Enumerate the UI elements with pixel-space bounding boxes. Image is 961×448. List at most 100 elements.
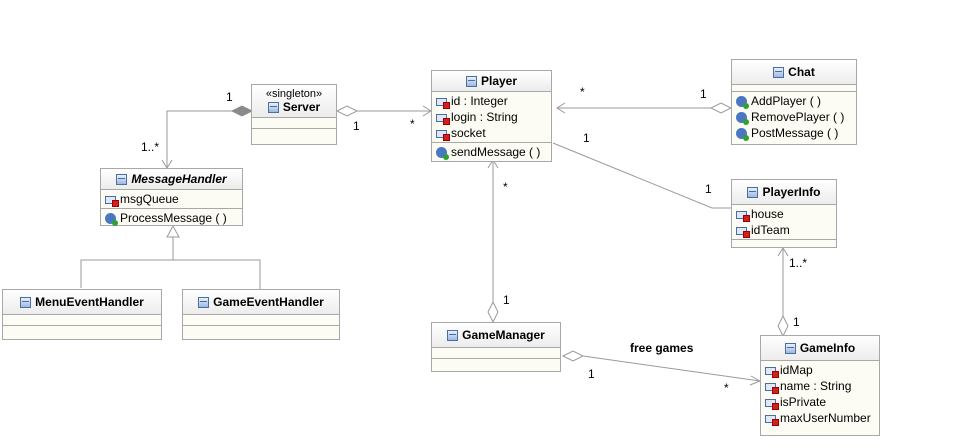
multiplicity-server-player-server: 1 — [353, 119, 360, 133]
playerinfo-operations — [732, 240, 836, 250]
attribute-row: login : String — [432, 109, 551, 125]
class-gameinfo[interactable]: GameInfo idMap name : String isPrivate m… — [760, 335, 880, 436]
attribute-text: idTeam — [751, 223, 790, 237]
gamemanager-name: GameManager — [462, 328, 545, 342]
class-server-header: «singleton» Server — [252, 85, 336, 118]
aggregation-diamond-gm — [561, 350, 585, 362]
attribute-text: isPrivate — [780, 395, 827, 409]
class-icon — [198, 297, 210, 308]
generalization-tree — [80, 259, 261, 290]
class-icon — [465, 76, 477, 87]
operation-text: sendMessage ( ) — [451, 145, 541, 159]
class-menueventhandler-header: MenuEventHandler — [3, 290, 161, 315]
server-attributes — [252, 118, 336, 129]
class-player[interactable]: Player id : Integer login : String socke… — [431, 70, 552, 162]
attribute-icon — [765, 399, 779, 410]
class-gameeventhandler[interactable]: GameEventHandler — [182, 289, 340, 340]
operation-icon — [105, 213, 118, 226]
gamemanager-attributes — [432, 348, 560, 359]
class-messagehandler-header: MessageHandler — [101, 169, 242, 190]
operation-row: ProcessMessage ( ) — [101, 210, 242, 226]
multiplicity-chat-player-player: * — [580, 85, 585, 99]
gameeventhandler-operations — [183, 326, 339, 336]
operation-icon — [736, 112, 749, 125]
operation-row: AddPlayer ( ) — [732, 93, 856, 109]
class-gamemanager-header: GameManager — [432, 323, 560, 348]
gameeventhandler-attributes — [183, 315, 339, 326]
attribute-text: maxUserNumber — [780, 411, 871, 425]
attribute-text: socket — [451, 126, 486, 140]
association-label-free-games: free games — [630, 341, 694, 355]
attribute-text: house — [751, 207, 784, 221]
operation-icon — [736, 128, 749, 141]
operation-text: ProcessMessage ( ) — [120, 211, 227, 225]
player-operations: sendMessage ( ) — [432, 143, 551, 161]
messagehandler-name: MessageHandler — [131, 172, 227, 186]
multiplicity-gm-gameinfo-manager: 1 — [588, 367, 595, 381]
attribute-icon — [436, 114, 450, 125]
attribute-row: name : String — [761, 378, 879, 394]
multiplicity-gm-gameinfo-game: * — [724, 381, 729, 395]
server-operations — [252, 129, 336, 139]
attribute-icon — [765, 415, 779, 426]
class-gameeventhandler-header: GameEventHandler — [183, 290, 339, 315]
attribute-text: name : String — [780, 379, 852, 393]
gamemanager-operations — [432, 359, 560, 369]
menueventhandler-operations — [3, 326, 161, 336]
attribute-icon — [736, 211, 750, 222]
class-icon — [773, 67, 785, 78]
gameinfo-name: GameInfo — [799, 341, 856, 355]
attribute-icon — [765, 367, 779, 378]
operation-row: RemovePlayer ( ) — [732, 109, 856, 125]
playerinfo-attributes: house idTeam — [732, 205, 836, 240]
multiplicity-server-mh-server: 1 — [226, 90, 233, 104]
operation-icon — [736, 96, 749, 109]
aggregation-diamond-server — [335, 105, 359, 117]
aggregation-diamond-gamemanager — [487, 300, 499, 324]
attribute-text: login : String — [451, 110, 518, 124]
attribute-row: isPrivate — [761, 394, 879, 410]
class-icon — [20, 297, 32, 308]
class-icon — [784, 343, 796, 354]
playerinfo-name: PlayerInfo — [762, 185, 821, 199]
multiplicity-chat-player-chat: 1 — [700, 87, 707, 101]
class-messagehandler[interactable]: MessageHandler msgQueue ProcessMessage (… — [100, 168, 243, 226]
attribute-row: msgQueue — [101, 191, 242, 207]
multiplicity-player-playerinfo-info: 1 — [705, 182, 712, 196]
operation-icon — [436, 147, 449, 160]
menueventhandler-name: MenuEventHandler — [35, 295, 144, 309]
chat-attributes — [732, 85, 856, 92]
aggregation-diamond-chat — [709, 102, 733, 114]
attribute-text: idMap — [780, 363, 813, 377]
class-menueventhandler[interactable]: MenuEventHandler — [2, 289, 162, 340]
player-name: Player — [480, 74, 518, 88]
aggregation-gamemanager-gameinfo — [582, 355, 761, 382]
operation-text: AddPlayer ( ) — [751, 94, 822, 108]
multiplicity-playerinfo-gameinfo-game: 1 — [793, 315, 800, 329]
multiplicity-player-gm-manager: 1 — [503, 293, 510, 307]
class-icon — [116, 174, 128, 185]
association-player-playerinfo — [552, 142, 731, 209]
class-playerinfo[interactable]: PlayerInfo house idTeam — [731, 179, 837, 248]
gameinfo-attributes: idMap name : String isPrivate maxUserNum… — [761, 361, 879, 427]
composition-server-messagehandler — [166, 110, 252, 168]
attribute-icon — [765, 383, 779, 394]
player-attributes: id : Integer login : String socket — [432, 92, 551, 143]
class-player-header: Player — [432, 71, 551, 92]
multiplicity-server-mh-handler: 1..* — [141, 140, 160, 154]
attribute-row: socket — [432, 125, 551, 141]
class-chat[interactable]: Chat AddPlayer ( ) RemovePlayer ( ) Post… — [731, 59, 857, 145]
operation-text: RemovePlayer ( ) — [751, 110, 845, 124]
operation-text: PostMessage ( ) — [751, 126, 839, 140]
class-icon — [447, 330, 459, 341]
class-playerinfo-header: PlayerInfo — [732, 180, 836, 205]
class-gameinfo-header: GameInfo — [761, 336, 879, 361]
composition-diamond — [230, 105, 254, 117]
attribute-icon — [736, 227, 750, 238]
multiplicity-player-gm-player: * — [503, 180, 508, 194]
attribute-row: idMap — [761, 362, 879, 378]
aggregation-diamond-gameinfo — [777, 314, 789, 338]
class-server[interactable]: «singleton» Server — [251, 84, 337, 145]
class-icon — [747, 187, 759, 198]
class-gamemanager[interactable]: GameManager — [431, 322, 561, 372]
